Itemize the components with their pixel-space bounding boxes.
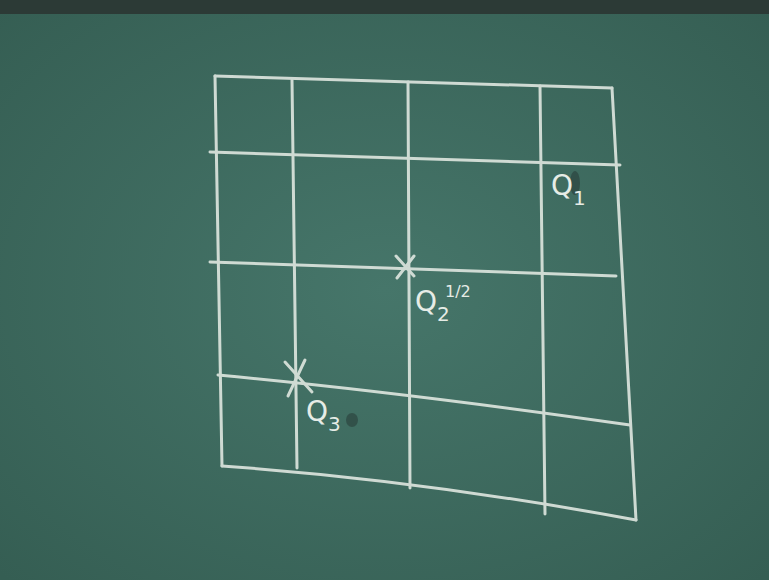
- subscript-number: 2: [437, 304, 450, 324]
- variable-letter: Q: [551, 172, 573, 200]
- superscript-fraction: 1/2: [445, 284, 471, 300]
- variable-letter: Q: [415, 288, 437, 316]
- subscript-number: 3: [328, 414, 341, 434]
- subscript-number: 1: [573, 188, 586, 208]
- variable-letter: Q: [306, 398, 328, 426]
